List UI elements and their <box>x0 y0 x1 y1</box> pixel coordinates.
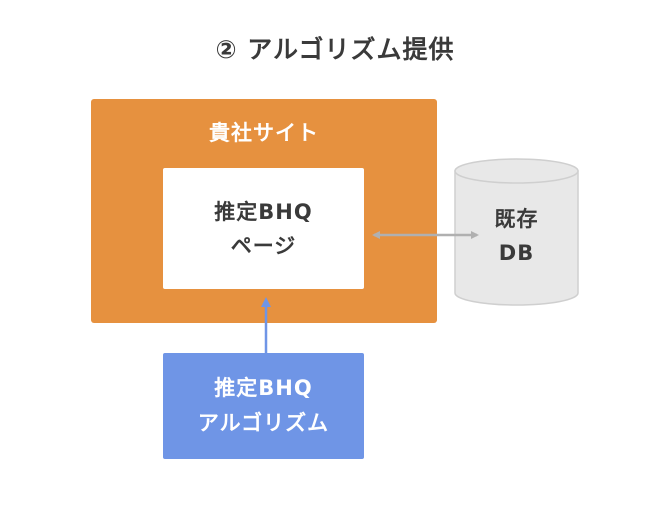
database-line2: DB <box>498 241 535 265</box>
diagram-title: ② アルゴリズム提供 <box>215 35 455 64</box>
algorithm-box: 推定BHQ アルゴリズム <box>163 353 364 459</box>
database-label: 既存 DB <box>455 202 578 270</box>
page-box-line1: 推定BHQ <box>214 199 313 224</box>
algorithm-box-line2: アルゴリズム <box>197 411 330 435</box>
database-line1: 既存 <box>494 207 539 231</box>
algorithm-box-line1: 推定BHQ <box>214 376 313 400</box>
page-box-line2: ページ <box>230 233 297 258</box>
site-box-label: 貴社サイト <box>209 121 319 145</box>
page-box: 推定BHQ ページ <box>163 168 364 289</box>
